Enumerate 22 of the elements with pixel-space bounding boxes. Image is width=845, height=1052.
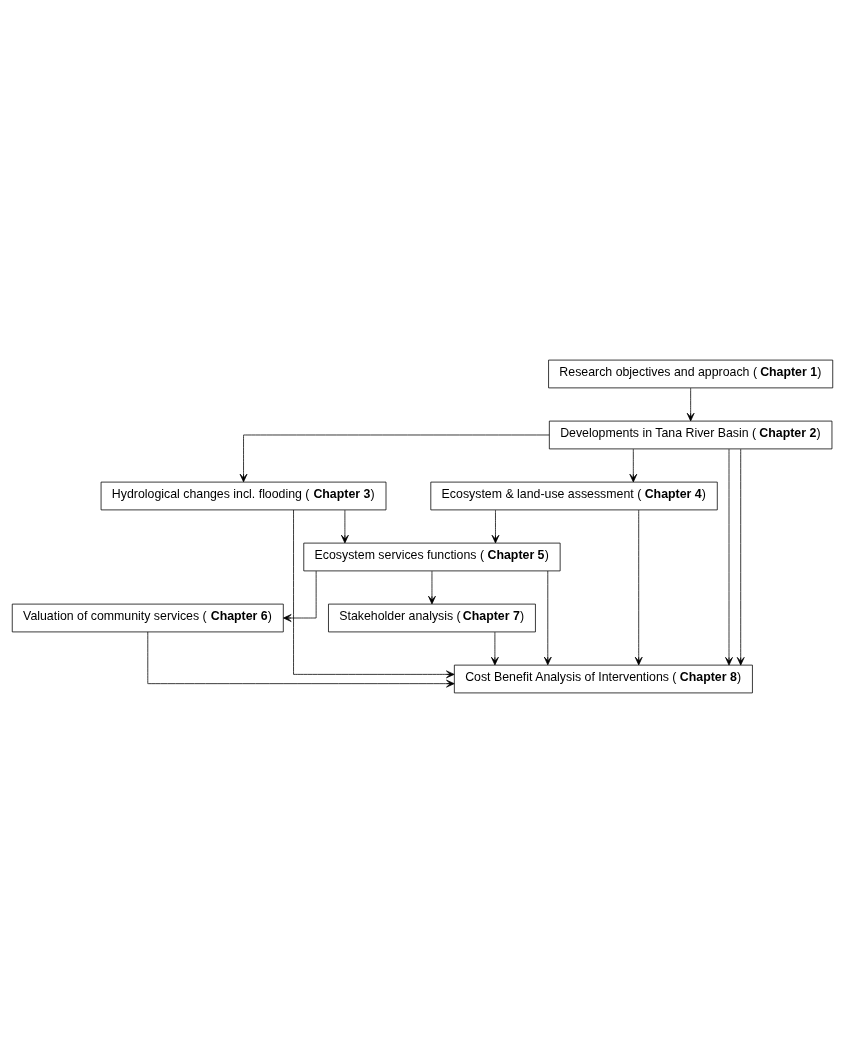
node-box: Cost Benefit Analysis of Interventions (Chapter 8) xyxy=(453,664,753,693)
arrow xyxy=(491,509,500,543)
arrow xyxy=(491,631,499,665)
arrow xyxy=(293,509,455,678)
arrow xyxy=(686,387,695,421)
node-box: Ecosystem & land-use assessment (Chapter 4) xyxy=(430,481,718,510)
arrow xyxy=(283,570,317,622)
arrow xyxy=(543,570,552,665)
arrow xyxy=(629,448,638,482)
node-box: Developments in Tana River Basin (Chapter 2) xyxy=(548,420,833,449)
node-box: Research objectives and approach (Chapter 1) xyxy=(548,359,834,388)
node-box: Stakeholder analysis (Chapter 7) xyxy=(328,603,536,632)
node-box: Valuation of community services (Chapter 6) xyxy=(11,603,284,632)
arrow xyxy=(725,448,733,665)
node-box: Ecosystem services functions (Chapter 5) xyxy=(303,542,561,571)
arrow xyxy=(239,434,550,482)
arrow xyxy=(736,448,745,665)
node-box: Hydrological changes incl. flooding (Chapter 3) xyxy=(100,481,387,510)
arrow xyxy=(147,631,455,687)
arrow xyxy=(341,509,349,543)
arrow xyxy=(428,570,436,604)
arrow xyxy=(634,509,643,665)
